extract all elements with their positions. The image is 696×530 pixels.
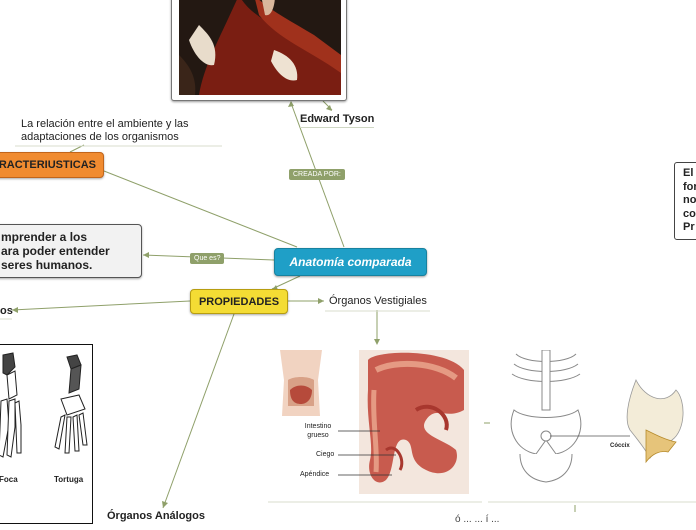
intestine-caption: Intestino grueso (304, 423, 332, 439)
characteristics-node[interactable]: RACTERIUSTICAS (0, 152, 104, 178)
intestine-diagram[interactable]: Intestino grueso Ciego Apéndice (296, 350, 470, 496)
right-line-4: co (683, 207, 696, 220)
right-line-3: no (683, 194, 696, 206)
left-partial-label[interactable]: os (0, 305, 13, 317)
properties-node[interactable]: PROPIEDADES (190, 289, 288, 314)
coccyx-caption: Cóccix (610, 443, 630, 449)
right-line-5: Pr (683, 221, 695, 233)
appendix-caption: Apéndice (300, 471, 330, 478)
what-is-tag: Que es? (190, 253, 225, 264)
definition-line-1: mprender a los (1, 230, 88, 244)
limb-bones-drawing (0, 352, 88, 458)
edward-tyson-portrait[interactable] (171, 0, 347, 101)
characteristics-note[interactable]: La relación entre el ambiente y las adap… (21, 118, 189, 143)
vestigial-organs-label[interactable]: Órganos Vestigiales (329, 295, 427, 307)
right-partial-node[interactable]: El for no co Pr (674, 162, 696, 240)
cecum-caption: Ciego (316, 451, 335, 458)
portrait-image (179, 0, 341, 95)
definition-line-2: ara poder entender (1, 244, 110, 258)
turtle-caption: Tortuga (54, 475, 84, 484)
seal-caption: Foca (0, 475, 18, 484)
torso-image[interactable] (276, 350, 326, 416)
created-by-tag: CREADA POR: (289, 169, 345, 180)
definition-node[interactable]: mprender a los ara poder entender seres … (0, 224, 142, 278)
animal-limbs-image[interactable]: Foca Tortuga (0, 344, 93, 524)
edward-tyson-label[interactable]: Edward Tyson (300, 113, 375, 128)
coccyx-diagram[interactable]: Cóccix (506, 350, 696, 498)
analog-organs-label[interactable]: Órganos Análogos (107, 510, 205, 522)
central-topic-node[interactable]: Anatomía comparada (274, 248, 427, 276)
right-line-2: for (683, 180, 696, 193)
right-line-1: El (683, 167, 694, 179)
definition-line-3: seres humanos. (1, 258, 93, 272)
